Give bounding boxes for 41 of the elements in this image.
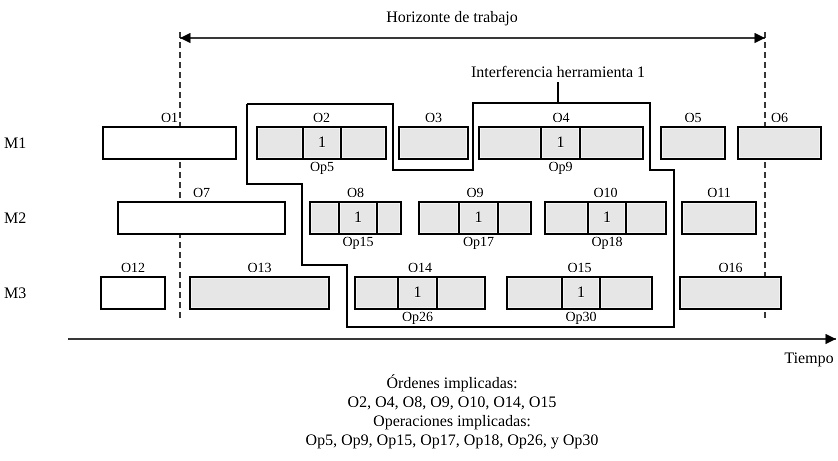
order-label: O16 bbox=[718, 261, 743, 277]
order-label: O8 bbox=[346, 186, 364, 202]
order-label: O15 bbox=[567, 261, 592, 277]
tool-number: 1 bbox=[556, 133, 564, 153]
order-label: O7 bbox=[192, 186, 210, 202]
operation-label: Op30 bbox=[565, 310, 597, 326]
tool-number: 1 bbox=[354, 208, 362, 228]
order-label: O1 bbox=[160, 111, 178, 127]
note-text: Op5, Op9, Op15, Op17, Op18, Op26, y Op30 bbox=[304, 431, 600, 450]
order-label: O10 bbox=[593, 186, 618, 202]
operation-label: Op5 bbox=[310, 160, 334, 176]
note-text: O2, O4, O8, O9, O10, O14, O15 bbox=[346, 393, 558, 412]
tool-number: 1 bbox=[414, 283, 422, 303]
tool-number: 1 bbox=[474, 208, 482, 228]
order-label: O5 bbox=[684, 111, 702, 127]
note-text: Operaciones implicadas: bbox=[372, 412, 532, 431]
order-label: O13 bbox=[247, 261, 272, 277]
machine-label: M3 bbox=[4, 284, 28, 303]
horizon-label: Horizonte de trabajo bbox=[385, 8, 519, 27]
order-label: O4 bbox=[552, 111, 570, 127]
order-label: O11 bbox=[707, 186, 731, 202]
order-label: O9 bbox=[466, 186, 484, 202]
leader-line bbox=[557, 82, 559, 103]
operation-label: Op26 bbox=[402, 310, 434, 326]
machine-label: M2 bbox=[4, 209, 28, 228]
tool-number: 1 bbox=[318, 133, 326, 153]
order-label: O14 bbox=[408, 261, 432, 277]
interference-label: Interferencia herramienta 1 bbox=[447, 64, 669, 82]
order-label: O6 bbox=[770, 111, 788, 127]
axis-label: Tiempo bbox=[783, 349, 835, 368]
operation-label: Op18 bbox=[591, 235, 623, 251]
note-text: Órdenes implicadas: bbox=[385, 374, 519, 393]
order-label: O2 bbox=[312, 111, 330, 127]
operation-label: Op17 bbox=[462, 235, 494, 251]
tool-number: 1 bbox=[577, 283, 585, 303]
operation-label: Op15 bbox=[342, 235, 374, 251]
operation-label: Op9 bbox=[548, 160, 573, 176]
tool-number: 1 bbox=[603, 208, 611, 228]
order-label: O12 bbox=[120, 261, 146, 277]
machine-label: M1 bbox=[4, 134, 28, 153]
order-label: O3 bbox=[424, 111, 442, 127]
